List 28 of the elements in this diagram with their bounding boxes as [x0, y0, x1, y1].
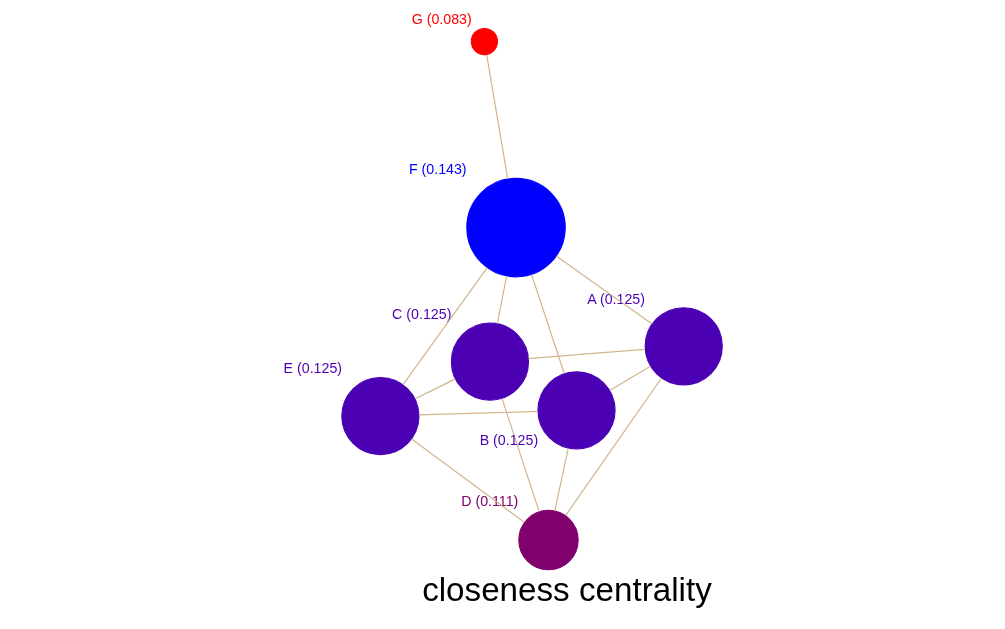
- node-circle: [340, 376, 419, 456]
- connector: [564, 377, 662, 516]
- connector: [485, 54, 508, 180]
- connector: [414, 378, 456, 400]
- connector: [496, 275, 507, 325]
- connector: [555, 255, 653, 325]
- node-label: D (0.111): [460, 493, 518, 510]
- node-label: A (0.125): [586, 290, 645, 307]
- connector: [527, 348, 646, 360]
- connector: [410, 438, 525, 523]
- node-circle: [517, 509, 579, 571]
- diagram-title: closeness centrality: [421, 571, 712, 608]
- node-circle: [536, 371, 616, 450]
- node-label: G (0.083): [411, 11, 472, 28]
- node-circle: [450, 322, 529, 401]
- node-label: C (0.125): [391, 306, 451, 323]
- connector: [608, 365, 651, 391]
- connector: [553, 447, 569, 512]
- connector: [401, 266, 488, 386]
- node-label: F (0.143): [408, 161, 467, 178]
- node-label: B (0.125): [479, 431, 538, 448]
- connector: [417, 410, 538, 416]
- node-circle: [465, 177, 566, 278]
- node-label: E (0.125): [283, 360, 342, 377]
- connector: [501, 398, 540, 512]
- node-circle: [470, 27, 498, 56]
- node-circle: [644, 307, 723, 386]
- connector: [530, 274, 565, 374]
